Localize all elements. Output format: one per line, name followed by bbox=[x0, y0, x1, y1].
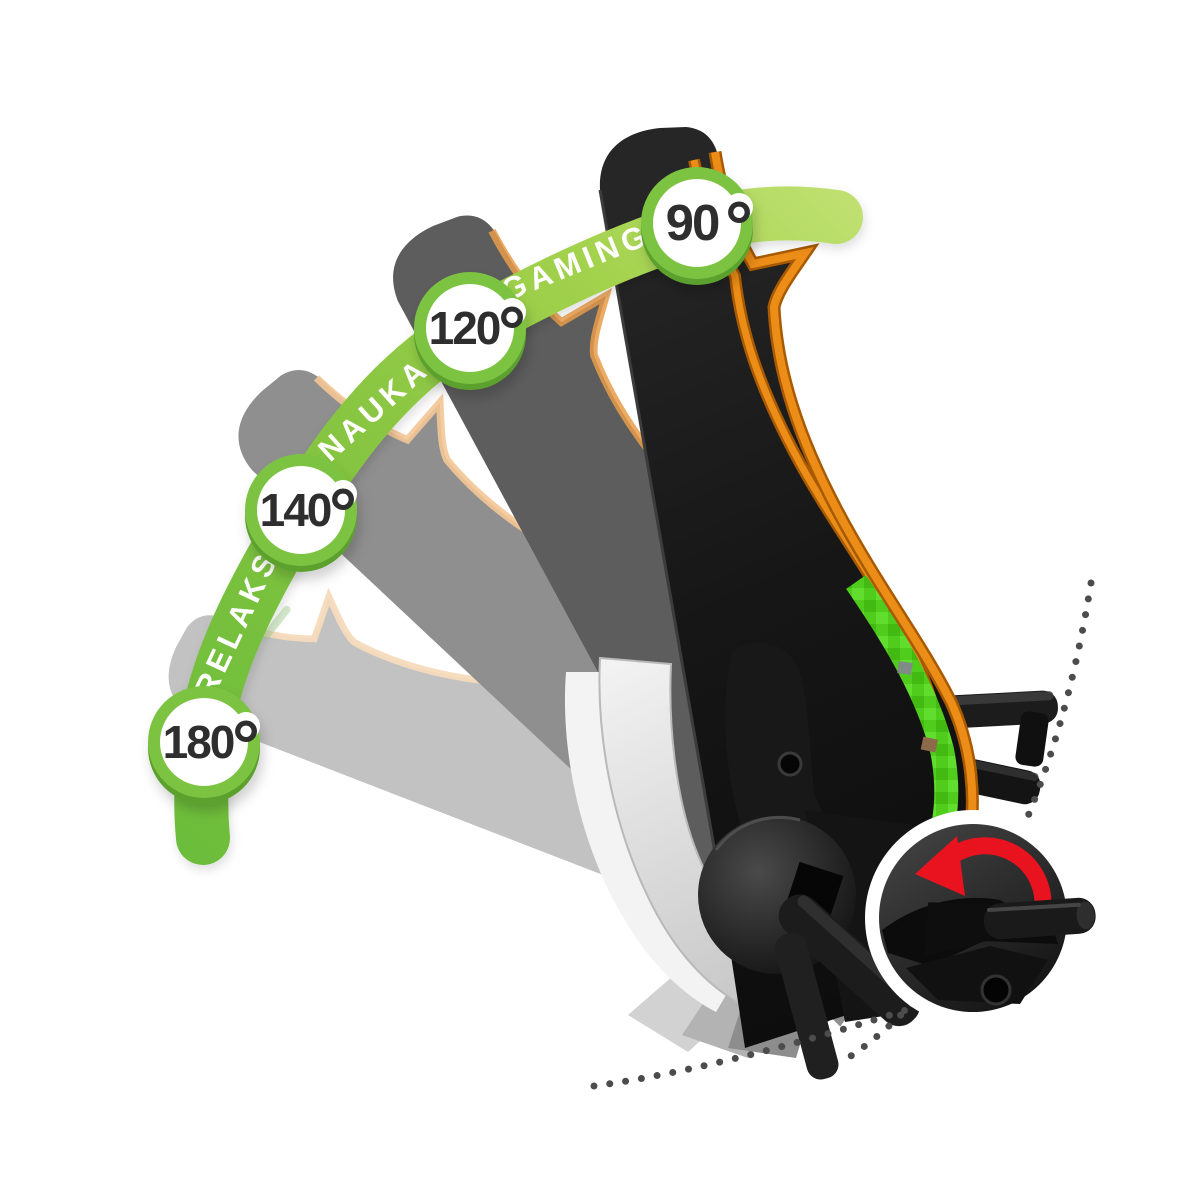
badge-face bbox=[160, 698, 248, 786]
dotted-curve-bottom bbox=[590, 976, 1000, 1090]
lever-handle-cap bbox=[1076, 901, 1095, 930]
detail-mechanism-lower bbox=[906, 946, 1048, 1004]
recline-lever-arm[interactable] bbox=[770, 886, 928, 1034]
badge-value: 140 bbox=[260, 484, 331, 536]
badge-face bbox=[653, 179, 741, 267]
badge-value: 90 bbox=[666, 194, 719, 251]
armrest-bracket bbox=[1015, 711, 1049, 767]
badge-face bbox=[257, 466, 345, 554]
backrest-edge-highlight bbox=[598, 189, 720, 871]
angle-badge-140: 140 ° bbox=[245, 454, 357, 572]
detail-bolt-hole bbox=[980, 974, 1012, 1006]
armrest-pad-highlight bbox=[943, 691, 1054, 706]
rotate-arrow-arc bbox=[941, 837, 1052, 903]
badge-face bbox=[426, 284, 514, 372]
badge-degree: ° bbox=[725, 187, 753, 265]
angle-badges: 90 ° 120 ° 140 ° 180 ° bbox=[148, 167, 753, 804]
backrest bbox=[599, 127, 973, 1048]
angle-badge-90: 90 ° bbox=[641, 167, 753, 285]
lever-highlight bbox=[986, 902, 1081, 913]
badge-degree-bump bbox=[725, 193, 753, 221]
badge-value: 180 bbox=[163, 716, 234, 768]
bracket-bolt bbox=[777, 751, 803, 777]
badge-value: 120 bbox=[429, 302, 500, 354]
badge-degree: ° bbox=[232, 706, 260, 784]
fabric-accent-gray bbox=[897, 661, 913, 675]
rotate-counterclockwise-arrow-icon bbox=[915, 836, 1052, 903]
detail-lever[interactable] bbox=[920, 891, 1097, 957]
angle-badge-180: 180 ° bbox=[148, 686, 260, 804]
lever-base bbox=[924, 902, 992, 957]
rotate-arrow-head bbox=[915, 836, 965, 896]
badge-degree: ° bbox=[329, 474, 357, 552]
badge-degree-bump bbox=[498, 298, 526, 326]
badge-degree: ° bbox=[498, 292, 526, 370]
badge-degree-bump bbox=[329, 480, 357, 508]
angle-badge-120: 120 ° bbox=[414, 272, 526, 390]
lever-detail-zoom bbox=[865, 810, 1097, 1026]
mechanism-strut bbox=[775, 932, 839, 1080]
fabric-accent-brown bbox=[920, 736, 939, 753]
dotted-curves bbox=[590, 579, 1095, 1090]
hub-highlight bbox=[714, 815, 801, 851]
badge-degree-bump bbox=[232, 712, 260, 740]
